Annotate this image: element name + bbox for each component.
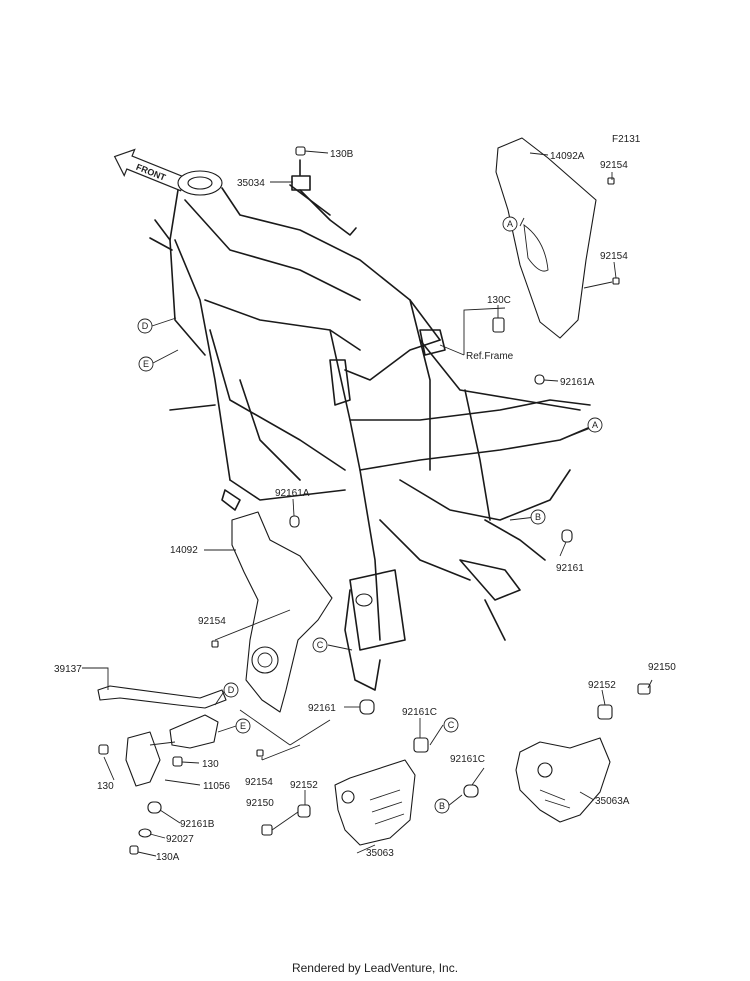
footer-credit: Rendered by LeadVenture, Inc.: [291, 961, 459, 975]
part-130b-label: 130B: [330, 149, 354, 160]
callout-b-2-letter: B: [439, 801, 445, 811]
part-92150-label-a: 92150: [246, 798, 274, 809]
callout-a-2-letter: A: [592, 420, 598, 430]
part-92154-label-b: 92154: [600, 251, 628, 262]
part-92154-label-a: 92154: [600, 160, 628, 171]
callout-a-2: A: [587, 417, 603, 433]
part-11056-label: 11056: [203, 781, 231, 792]
part-92027-label: 92027: [166, 834, 194, 845]
part-130-label-b: 130: [202, 759, 219, 770]
frame-cover-14092: [231, 511, 333, 713]
part-92161c-label-a: 92161C: [402, 707, 437, 718]
callout-d-2-letter: D: [228, 685, 235, 695]
part-92154-label-c: 92154: [198, 616, 226, 627]
part-92161b-label: 92161B: [180, 819, 215, 830]
frame-cover-14092a: [495, 137, 597, 339]
part-14092-label: 14092: [170, 545, 198, 556]
part-92161a-label-a: 92161A: [560, 377, 595, 388]
leader-lines: [82, 150, 653, 857]
part-39137-label: 39137: [54, 664, 82, 675]
callout-e-1: E: [138, 356, 154, 372]
bracket-39137: [97, 685, 227, 787]
callout-c-1: C: [312, 637, 328, 653]
callout-a-1: A: [502, 216, 518, 232]
callout-c-2: C: [443, 717, 459, 733]
hardware-parts: [98, 146, 651, 855]
part-130-label-a: 130: [97, 781, 114, 792]
callout-b-2: B: [434, 798, 450, 814]
part-92150-label-b: 92150: [648, 662, 676, 673]
front-arrow-icon: FRONT: [113, 148, 187, 192]
footrest-bracket-35063: [334, 759, 416, 846]
ref-frame-label: Ref.Frame: [466, 351, 514, 362]
part-35034-label: 35034: [237, 178, 265, 189]
part-35063a-label: 35063A: [595, 796, 630, 807]
callout-c-1-letter: C: [317, 640, 324, 650]
part-130a-label: 130A: [156, 852, 180, 863]
callout-a-1-letter: A: [507, 219, 513, 229]
part-92154-label-d: 92154: [245, 777, 273, 788]
callout-e-2-letter: E: [240, 721, 246, 731]
callout-c-2-letter: C: [448, 720, 455, 730]
part-92161a-label-b: 92161A: [275, 488, 310, 499]
part-92152-label-b: 92152: [588, 680, 616, 691]
callout-e-2: E: [235, 718, 251, 734]
callout-b-1: B: [530, 509, 546, 525]
callout-e-1-letter: E: [143, 359, 149, 369]
part-92152-label-a: 92152: [290, 780, 318, 791]
motorcycle-frame: [149, 159, 596, 691]
part-130c-label: 130C: [487, 295, 511, 306]
part-92161-label-b: 92161: [308, 703, 336, 714]
footrest-bracket-35063a: [515, 737, 611, 823]
part-14092a-label: 14092A: [550, 151, 585, 162]
callout-d-1: D: [137, 318, 153, 334]
callout-d-1-letter: D: [142, 321, 149, 331]
part-92161c-label-b: 92161C: [450, 754, 485, 765]
callout-b-1-letter: B: [535, 512, 541, 522]
part-92161-label: 92161: [556, 563, 584, 574]
figure-code: F2131: [612, 134, 641, 145]
part-35063-label: 35063: [366, 848, 394, 859]
part-labels: 130B 35034 14092A 92154 92154 130C Ref.F…: [54, 149, 676, 863]
callout-d-2: D: [223, 682, 239, 698]
